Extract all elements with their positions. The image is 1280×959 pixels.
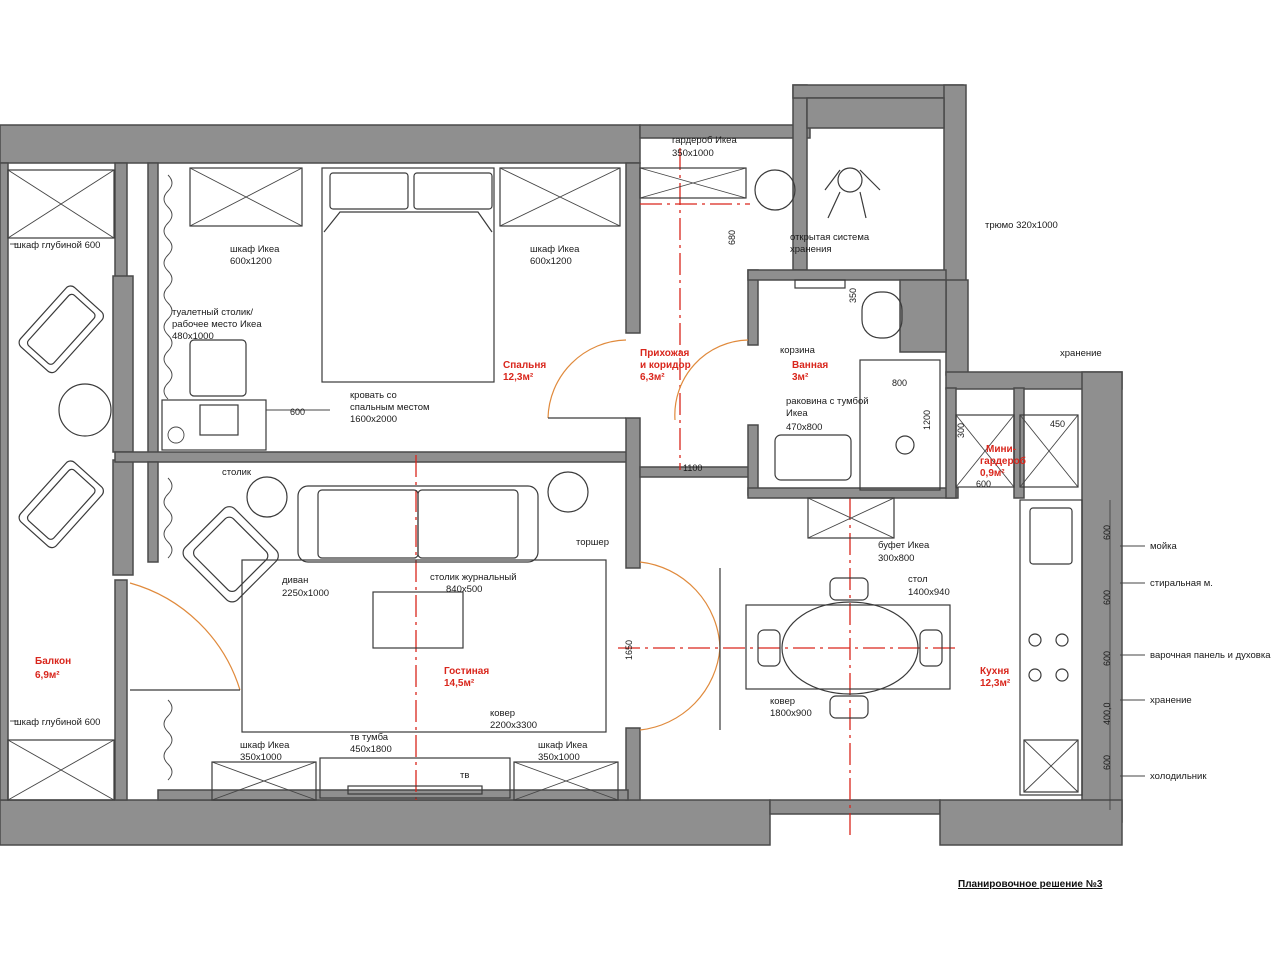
- dim-800: 800: [892, 378, 907, 388]
- dim-350: 350: [848, 288, 858, 303]
- label-basket: корзина: [780, 345, 816, 356]
- label-buffet-1: буфет Икеа: [878, 540, 930, 551]
- person-figure: [824, 167, 881, 219]
- label-tv-stand-2: 450x1800: [350, 744, 392, 755]
- room-miniwardrobe-name2: гардероб: [980, 455, 1026, 467]
- label-table-1: стол: [908, 574, 928, 585]
- label-kitchen-storage: хранение: [1150, 695, 1192, 706]
- lounge-chair-top: [18, 285, 104, 374]
- dim-desk-600: 600: [290, 407, 305, 417]
- dim-1650: 1650: [624, 640, 634, 660]
- room-living-area: 14,5м²: [444, 678, 475, 689]
- label-rug-kitchen-2: 1800x900: [770, 708, 812, 719]
- label-table-2: 1400x940: [908, 587, 950, 598]
- room-bath-name: Ванная: [792, 360, 828, 371]
- label-rug-living-1: ковер: [490, 708, 515, 719]
- dim-300: 300: [956, 423, 966, 438]
- room-hall-name2: и коридор: [640, 360, 691, 371]
- dim-k600c: 600: [1102, 651, 1112, 666]
- dim-450: 450: [1050, 419, 1065, 429]
- room-hall-name1: Прихожая: [640, 348, 690, 359]
- label-desk-1: туалетный столик/: [172, 307, 253, 318]
- curtains: [163, 174, 173, 781]
- label-wardrobe-hall-1: гардероб Икеа: [672, 135, 737, 146]
- label-washer: стиральная м.: [1150, 578, 1213, 589]
- living-room: столик торшер диван 2250x1000 столик жур…: [182, 467, 634, 801]
- label-hob: варочная панель и духовка: [1150, 650, 1271, 661]
- label-tv: тв: [460, 770, 469, 781]
- label-rug-living-2: 2200x3300: [490, 720, 537, 731]
- dim-k600d: 600: [1102, 755, 1112, 770]
- label-desk-3: 480x1000: [172, 331, 214, 342]
- label-sink-2: Икеа: [786, 408, 808, 419]
- dim-k600b: 600: [1102, 590, 1112, 605]
- round-table-balcony: [58, 383, 112, 437]
- bedroom: шкаф Икеа 600x1200 шкаф Икеа 600x1200 ту…: [161, 167, 621, 451]
- kitchen-callouts: мойка стиральная м. варочная панель и ду…: [1102, 500, 1271, 810]
- label-coffee-1: столик журнальный: [430, 572, 517, 583]
- axis-lines: [415, 148, 955, 840]
- plan-title: Планировочное решение №3: [958, 879, 1103, 890]
- dim-1200: 1200: [922, 410, 932, 430]
- room-hall-area: 6,3м²: [640, 372, 665, 383]
- label-living-cab-left-2: 350x1000: [240, 752, 282, 763]
- label-bed-cab-left-2: 600x1200: [230, 256, 272, 267]
- label-living-cab-left-1: шкаф Икеа: [240, 740, 290, 751]
- label-buffet-2: 300x800: [878, 553, 914, 564]
- label-bed-1: кровать со: [350, 390, 397, 401]
- label-sink-3: 470x800: [786, 422, 822, 433]
- room-living-name: Гостиная: [444, 666, 489, 677]
- room-miniwardrobe-name1: Мини-: [986, 444, 1016, 455]
- label-bed-3: 1600x2000: [350, 414, 397, 425]
- room-kitchen-name: Кухня: [980, 666, 1009, 677]
- bed: [321, 167, 495, 383]
- armchair: [182, 506, 279, 603]
- room-bedroom-name: Спальня: [503, 360, 546, 371]
- dim-k400: 400,0: [1102, 702, 1112, 725]
- room-bath-area: 3м²: [792, 372, 809, 383]
- label-sink-1: раковина с тумбой: [786, 396, 869, 407]
- label-bed-cab-left-1: шкаф Икеа: [230, 244, 280, 255]
- label-living-cab-right-1: шкаф Икеа: [538, 740, 588, 751]
- label-sofa-1: диван: [282, 575, 308, 586]
- balcony: Балкон 6,9м² шкаф глубиной 600 шкаф глуб…: [7, 169, 115, 801]
- label-bed-cab-right-1: шкаф Икеа: [530, 244, 580, 255]
- hall-bath: гардероб Икеа 350x1000 трюмо 320x1000 от…: [639, 135, 1102, 539]
- label-balcony-cabinet-top: шкаф глубиной 600: [14, 240, 100, 251]
- label-sink-kitchen: мойка: [1150, 541, 1177, 552]
- dim-600-miniwardrobe: 600: [976, 479, 991, 489]
- room-balcony-name: Балкон: [35, 656, 71, 667]
- label-side-table: столик: [222, 467, 252, 478]
- label-open-storage-2: хранения: [790, 244, 832, 255]
- label-balcony-cabinet-bottom: шкаф глубиной 600: [14, 717, 100, 728]
- room-miniwardrobe-area: 0,9м²: [980, 468, 1005, 479]
- label-wardrobe-hall-2: 350x1000: [672, 148, 714, 159]
- label-desk-2: рабочее место Икеа: [172, 319, 262, 330]
- label-tv-stand-1: тв тумба: [350, 732, 389, 743]
- label-fridge: холодильник: [1150, 771, 1207, 782]
- dim-k600a: 600: [1102, 525, 1112, 540]
- label-bed-cab-right-2: 600x1200: [530, 256, 572, 267]
- room-balcony-area: 6,9м²: [35, 670, 60, 681]
- dim-1100: 1100: [683, 463, 702, 473]
- dim-680: 680: [727, 230, 737, 245]
- label-floor-lamp: торшер: [576, 537, 609, 548]
- label-rug-kitchen-1: ковер: [770, 696, 795, 707]
- lounge-chair-bottom: [18, 460, 104, 549]
- room-kitchen-area: 12,3м²: [980, 678, 1011, 689]
- kitchen: буфет Икеа 300x800 стол 1400x940 ковер 1…: [745, 499, 1271, 810]
- doors: [129, 339, 749, 731]
- room-bedroom-area: 12,3м²: [503, 372, 534, 383]
- label-bed-2: спальным местом: [350, 402, 430, 413]
- label-living-cab-right-2: 350x1000: [538, 752, 580, 763]
- label-open-storage-1: открытая система: [790, 232, 870, 243]
- label-sofa-2: 2250x1000: [282, 588, 329, 599]
- walls: [0, 84, 1123, 846]
- label-storage: хранение: [1060, 348, 1102, 359]
- label-trumo: трюмо 320x1000: [985, 220, 1058, 231]
- label-coffee-2: 840x500: [446, 584, 482, 595]
